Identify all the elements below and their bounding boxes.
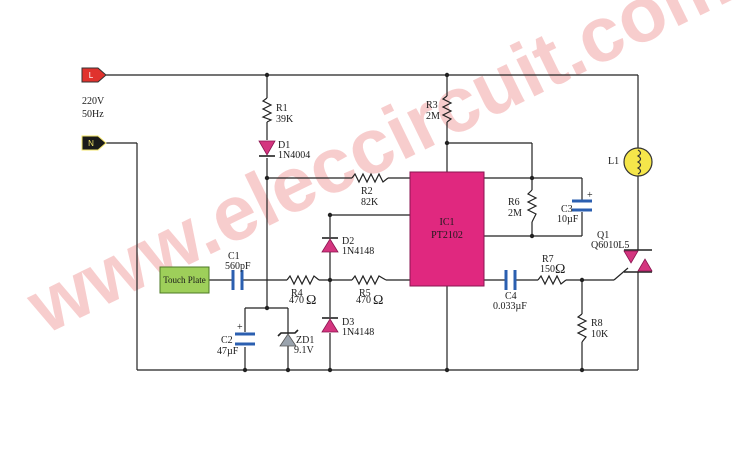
q1-ref: Q1 xyxy=(597,230,609,241)
zd1-value: 9.1V xyxy=(294,345,315,356)
r8-value: 10K xyxy=(591,329,609,340)
d1-value: 1N4004 xyxy=(278,150,310,161)
touch-plate-label: Touch Plate xyxy=(163,274,206,285)
terminal-n: N xyxy=(81,135,107,151)
r2-value: 82K xyxy=(361,197,379,208)
triac-q1 xyxy=(613,249,653,281)
junction-dots xyxy=(242,72,585,373)
d1-ref: D1 xyxy=(278,140,290,151)
resistor-r6 xyxy=(526,189,538,223)
c1-ref: C1 xyxy=(228,251,240,262)
ic1-ref: IC1 xyxy=(440,217,455,228)
terminal-n-label: N xyxy=(88,139,94,148)
r4-value: 470 xyxy=(289,295,304,306)
r1-value: 39K xyxy=(276,114,294,125)
r7-ref: R7 xyxy=(542,254,554,265)
wires xyxy=(106,74,639,371)
c3-value: 10µF xyxy=(557,214,579,225)
r6-value: 2M xyxy=(508,208,522,219)
terminal-l: L xyxy=(81,67,107,83)
resistor-r3 xyxy=(441,95,453,123)
diode-d2 xyxy=(321,237,339,253)
zd1-ref: ZD1 xyxy=(296,335,314,346)
r7-value: 150 xyxy=(540,264,555,275)
resistor-r4 xyxy=(286,274,320,286)
l1-ref: L1 xyxy=(608,156,619,167)
capacitor-c2 xyxy=(235,332,255,346)
capacitor-c1 xyxy=(231,270,244,290)
ic1-body xyxy=(409,171,485,287)
terminal-l-label: L xyxy=(89,71,94,80)
r7-ohm: Ω xyxy=(555,262,565,277)
r5-ref: R5 xyxy=(359,288,371,299)
c3-ref: C3 xyxy=(561,204,573,215)
supply-frequency: 50Hz xyxy=(82,109,104,120)
resistor-r2 xyxy=(351,172,389,184)
r2-ref: R2 xyxy=(361,186,373,197)
r1-ref: R1 xyxy=(276,103,288,114)
c1-value: 560pF xyxy=(225,261,251,272)
r8-ref: R8 xyxy=(591,318,603,329)
r3-value: 2M xyxy=(426,111,440,122)
zener-zd1 xyxy=(277,329,299,347)
c2-value: 47µF xyxy=(217,346,239,357)
r3-ref: R3 xyxy=(426,100,438,111)
r5-ohm: Ω xyxy=(373,293,383,308)
r4-ref: R4 xyxy=(291,288,303,299)
r5-value: 470 xyxy=(356,295,371,306)
lamp-l1 xyxy=(623,147,653,177)
d2-value: 1N4148 xyxy=(342,246,374,257)
d3-ref: D3 xyxy=(342,317,354,328)
resistor-r5 xyxy=(351,274,387,286)
resistor-r8 xyxy=(576,313,588,343)
touch-plate xyxy=(159,266,210,294)
d3-value: 1N4148 xyxy=(342,327,374,338)
diode-d1 xyxy=(258,140,276,157)
supply-voltage: 220V xyxy=(82,96,105,107)
r4-ohm: Ω xyxy=(306,293,316,308)
c2-ref: C2 xyxy=(221,335,233,346)
ic1-part: PT2102 xyxy=(431,230,463,241)
capacitor-c3 xyxy=(572,199,592,212)
capacitor-c4 xyxy=(504,270,517,290)
q1-value: Q6010L5 xyxy=(591,240,629,251)
c4-value: 0.033µF xyxy=(493,301,527,312)
d2-ref: D2 xyxy=(342,236,354,247)
r6-ref: R6 xyxy=(508,197,520,208)
c2-plus: + xyxy=(237,322,243,333)
c4-ref: C4 xyxy=(505,291,517,302)
resistor-r1 xyxy=(261,97,273,123)
diode-d3 xyxy=(321,317,339,333)
c3-plus: + xyxy=(587,190,593,201)
resistor-r7 xyxy=(537,274,567,286)
